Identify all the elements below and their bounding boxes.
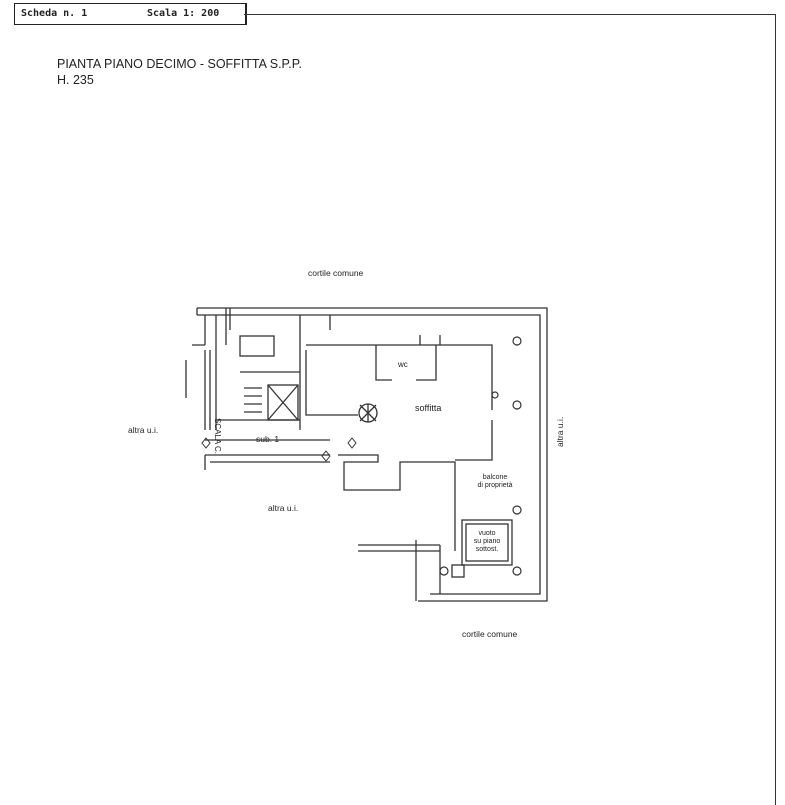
sheet-number: Scheda n. 1 — [21, 8, 88, 19]
label-void: vuoto su piano sottost. — [466, 530, 508, 554]
label-attic: soffitta — [415, 403, 442, 413]
label-balcony: balcone di proprietà — [470, 474, 520, 490]
label-balcony-line1: balcone — [482, 474, 508, 481]
label-void-line1: vuoto — [478, 530, 496, 537]
label-courtyard-bottom: cortile comune — [462, 629, 518, 639]
label-stair: SCALA C. — [213, 418, 222, 455]
label-other-unit-right: altra u.i. — [555, 416, 565, 447]
label-balcony-line2: di proprietà — [477, 482, 513, 489]
label-void-line3: sottost. — [475, 546, 499, 553]
label-wc: wc — [398, 360, 408, 369]
label-courtyard-top: cortile comune — [308, 268, 364, 278]
sheet-frame — [244, 14, 776, 805]
plan-height: H. 235 — [57, 73, 94, 87]
plan-title: PIANTA PIANO DECIMO - SOFFITTA S.P.P. H.… — [57, 56, 302, 88]
label-other-unit-bottom: altra u.i. — [268, 503, 299, 513]
scale-label: Scala 1: 200 — [147, 8, 220, 19]
plan-title-line1: PIANTA PIANO DECIMO - SOFFITTA S.P.P. — [57, 57, 302, 71]
label-other-unit-left: altra u.i. — [128, 425, 159, 435]
label-sub: sub. 1 — [256, 434, 280, 444]
label-void-line2: su piano — [473, 538, 501, 545]
